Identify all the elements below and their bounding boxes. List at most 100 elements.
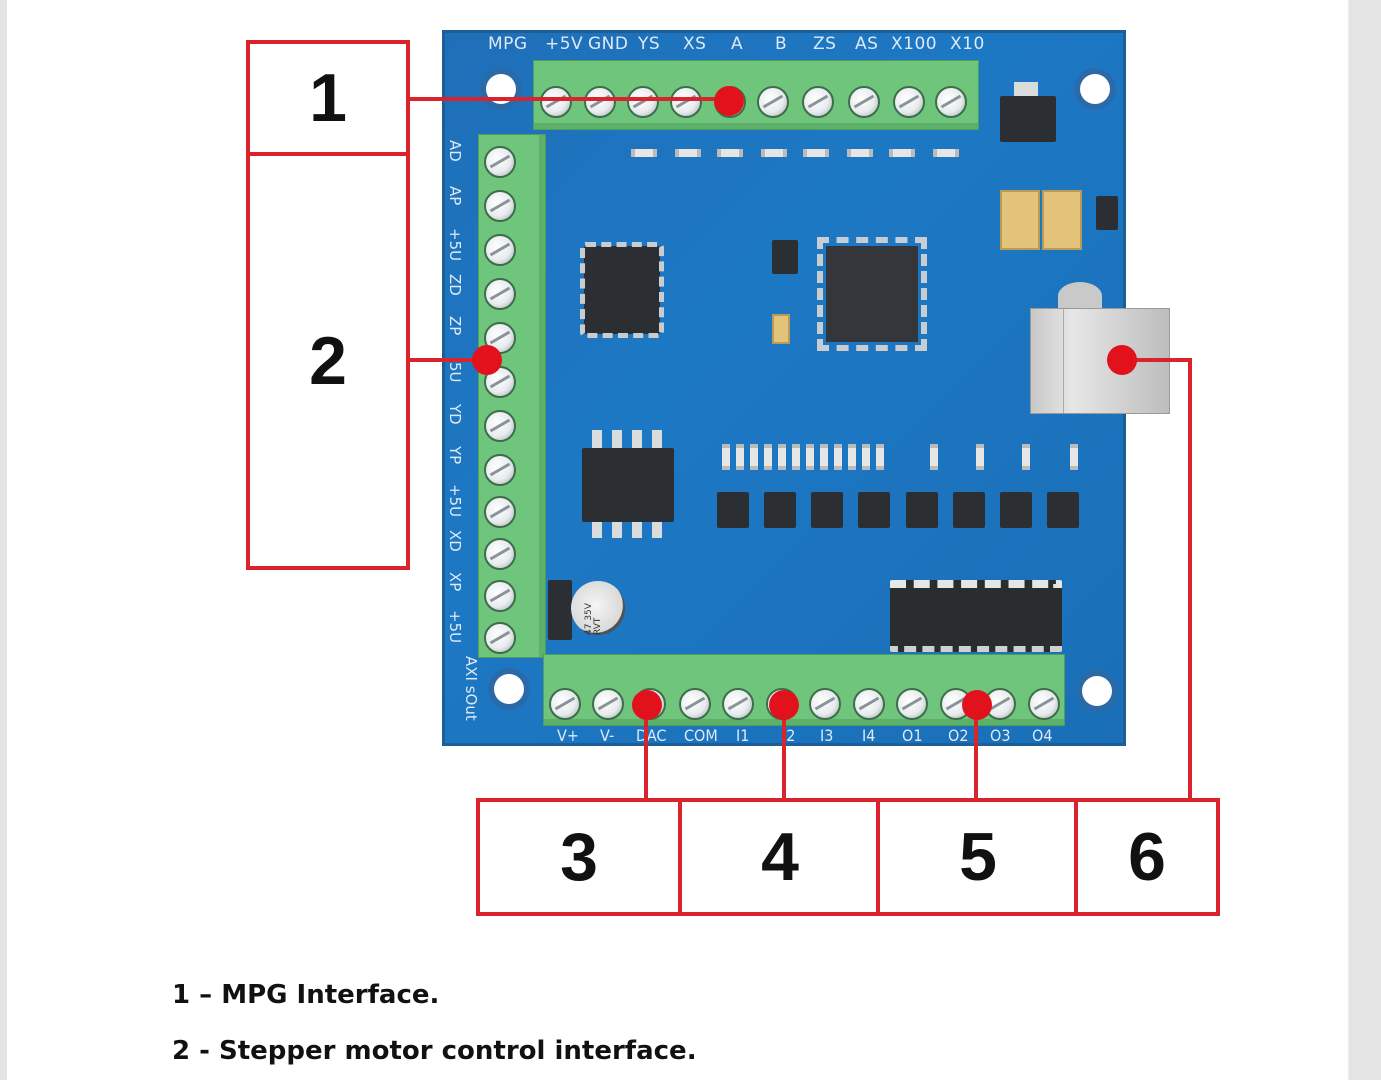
callout-box-2: 2 <box>246 152 410 570</box>
screw <box>484 622 516 654</box>
callout-2-dot <box>472 345 502 375</box>
resistor <box>792 444 800 470</box>
resistor <box>631 149 657 157</box>
usb-seam <box>1063 309 1064 413</box>
optocoupler <box>953 492 985 528</box>
silk-label-a: A <box>731 34 744 54</box>
screw <box>670 86 702 118</box>
silk-label-ad: AD <box>446 140 464 162</box>
silk-label-gnd: GND <box>588 34 629 54</box>
screw <box>853 688 885 720</box>
screw <box>484 410 516 442</box>
silk-label-x10: X10 <box>950 34 985 54</box>
resistor <box>717 149 743 157</box>
mounting-hole-bottom-right <box>1082 676 1112 706</box>
silk-label-o3: O3 <box>990 726 1011 745</box>
pin <box>612 522 622 538</box>
resistor <box>976 444 984 470</box>
screw <box>848 86 880 118</box>
callout-number: 2 <box>309 323 347 399</box>
ic-soic-8 <box>582 448 674 522</box>
optocoupler <box>858 492 890 528</box>
silk-label-xd: XD <box>446 530 464 552</box>
callout-3-line <box>644 704 648 800</box>
silk-label-ys: YS <box>638 34 661 54</box>
callout-2-line <box>406 358 486 362</box>
silk-label-mpg: MPG <box>488 34 528 54</box>
silk-label-xs: XS <box>683 34 707 54</box>
resistor <box>778 444 786 470</box>
callout-box-5: 5 <box>876 798 1080 916</box>
stepper-terminal-block <box>478 134 546 658</box>
resistor <box>889 149 915 157</box>
usb-shield-bump <box>1058 282 1102 310</box>
callout-number: 4 <box>761 819 799 895</box>
silk-label-zs: ZS <box>813 34 837 54</box>
callout-5-dot <box>962 690 992 720</box>
screw <box>484 190 516 222</box>
smd-diode <box>548 580 572 640</box>
callout-3-dot <box>632 690 662 720</box>
optocoupler <box>1047 492 1079 528</box>
pin <box>632 430 642 448</box>
screw <box>935 86 967 118</box>
pin <box>592 430 602 448</box>
callout-number: 5 <box>959 819 997 895</box>
resistor <box>761 149 787 157</box>
tantalum-capacitor <box>1000 190 1040 250</box>
resistor <box>930 444 938 470</box>
silk-label-zd: ZD <box>446 274 464 296</box>
callout-box-3: 3 <box>476 798 682 916</box>
silk-label-zp: ZP <box>446 316 464 336</box>
silk-label-i3: I3 <box>820 726 834 745</box>
resistor <box>764 444 772 470</box>
callout-number: 3 <box>560 819 598 895</box>
silk-label-axi-sout: AXI sOut <box>462 656 480 721</box>
diode <box>1096 196 1118 230</box>
optocoupler <box>811 492 843 528</box>
screw <box>484 278 516 310</box>
callout-number: 6 <box>1128 819 1166 895</box>
resistor <box>848 444 856 470</box>
silk-label-b: B <box>775 34 788 54</box>
resistor <box>806 444 814 470</box>
silk-label-o1: O1 <box>902 726 923 745</box>
resistor <box>876 444 884 470</box>
silk-label-com: COM <box>684 726 718 745</box>
microcontroller-chip <box>817 237 927 351</box>
screw <box>757 86 789 118</box>
screw <box>540 86 572 118</box>
ic-small-top <box>772 240 798 274</box>
screw <box>484 454 516 486</box>
optocoupler <box>906 492 938 528</box>
legend-item-2: 2 - Stepper motor control interface. <box>172 1036 697 1066</box>
screw <box>484 538 516 570</box>
callout-4-line <box>782 704 786 800</box>
callout-6-line-h <box>1122 358 1192 362</box>
screw <box>484 580 516 612</box>
callout-box-1: 1 <box>246 40 410 156</box>
resistor <box>834 444 842 470</box>
mounting-hole-top-right <box>1080 74 1110 104</box>
resistor <box>862 444 870 470</box>
resistor <box>933 149 959 157</box>
screw <box>893 86 925 118</box>
callout-box-6: 6 <box>1074 798 1220 916</box>
silk-label-5u-3: +5U <box>446 484 464 518</box>
screw <box>1028 688 1060 720</box>
silk-label-i1: I1 <box>736 726 750 745</box>
screw <box>484 496 516 528</box>
mounting-hole-bottom-left <box>494 674 524 704</box>
resistor <box>803 149 829 157</box>
resistor <box>847 149 873 157</box>
screw <box>549 688 581 720</box>
screw <box>679 688 711 720</box>
screw <box>627 86 659 118</box>
silk-label-vminus: V- <box>600 726 615 745</box>
silk-label-yd: YD <box>446 404 464 425</box>
regulator-tab <box>1014 82 1038 96</box>
silk-label-as: AS <box>855 34 879 54</box>
silk-label-dac: DAC <box>636 726 667 745</box>
screw <box>896 688 928 720</box>
optocoupler <box>717 492 749 528</box>
